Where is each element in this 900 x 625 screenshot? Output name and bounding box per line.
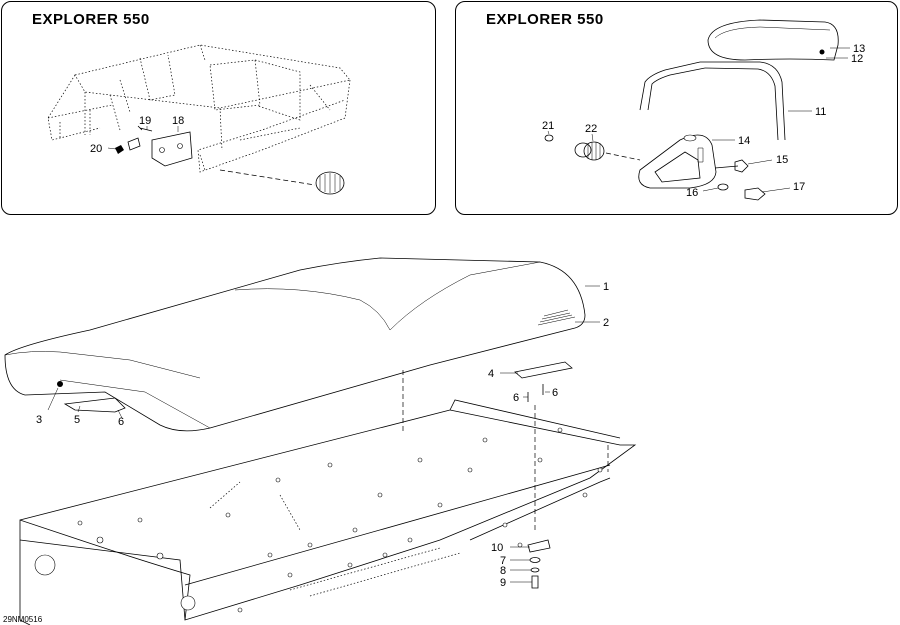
callout-16: 16 (686, 187, 698, 199)
callout-22: 22 (585, 123, 597, 135)
callout-6b: 6 (513, 392, 519, 404)
tunnel-drawing (19, 399, 637, 625)
callout-19: 19 (139, 115, 151, 127)
callout-6c: 6 (552, 387, 558, 399)
backrest-drawing (544, 19, 839, 201)
explorer-550-right-inset: EXPLORER 550 (455, 1, 898, 215)
right-inset-title: EXPLORER 550 (486, 11, 604, 28)
leader-lines (47, 47, 850, 583)
callout-12: 12 (851, 53, 863, 65)
seat-drawing (4, 257, 586, 530)
callout-14: 14 (738, 135, 750, 147)
callout-1: 1 (603, 281, 609, 293)
callout-4: 4 (488, 368, 494, 380)
callout-13: 13 (853, 43, 865, 55)
rack-frame-drawing (47, 44, 351, 195)
callout-8: 8 (500, 565, 506, 577)
callout-15: 15 (776, 154, 788, 166)
tunnel-holes (34, 427, 603, 613)
callout-18: 18 (172, 115, 184, 127)
callout-labels: 1 2 3 4 5 6 6 6 7 8 9 10 18 19 20 11 12 … (36, 43, 865, 589)
reference-code: 29NM0516 (3, 615, 43, 624)
callout-2: 2 (603, 317, 609, 329)
callout-10: 10 (491, 542, 503, 554)
callout-5: 5 (74, 414, 80, 426)
callout-3: 3 (36, 414, 42, 426)
callout-9: 9 (500, 577, 506, 589)
left-inset-title: EXPLORER 550 (32, 11, 150, 28)
callout-21: 21 (542, 120, 554, 132)
callout-6a: 6 (118, 416, 124, 428)
callout-20: 20 (90, 143, 102, 155)
callout-17: 17 (793, 181, 805, 193)
callout-7: 7 (500, 555, 506, 567)
callout-11: 11 (815, 106, 826, 118)
